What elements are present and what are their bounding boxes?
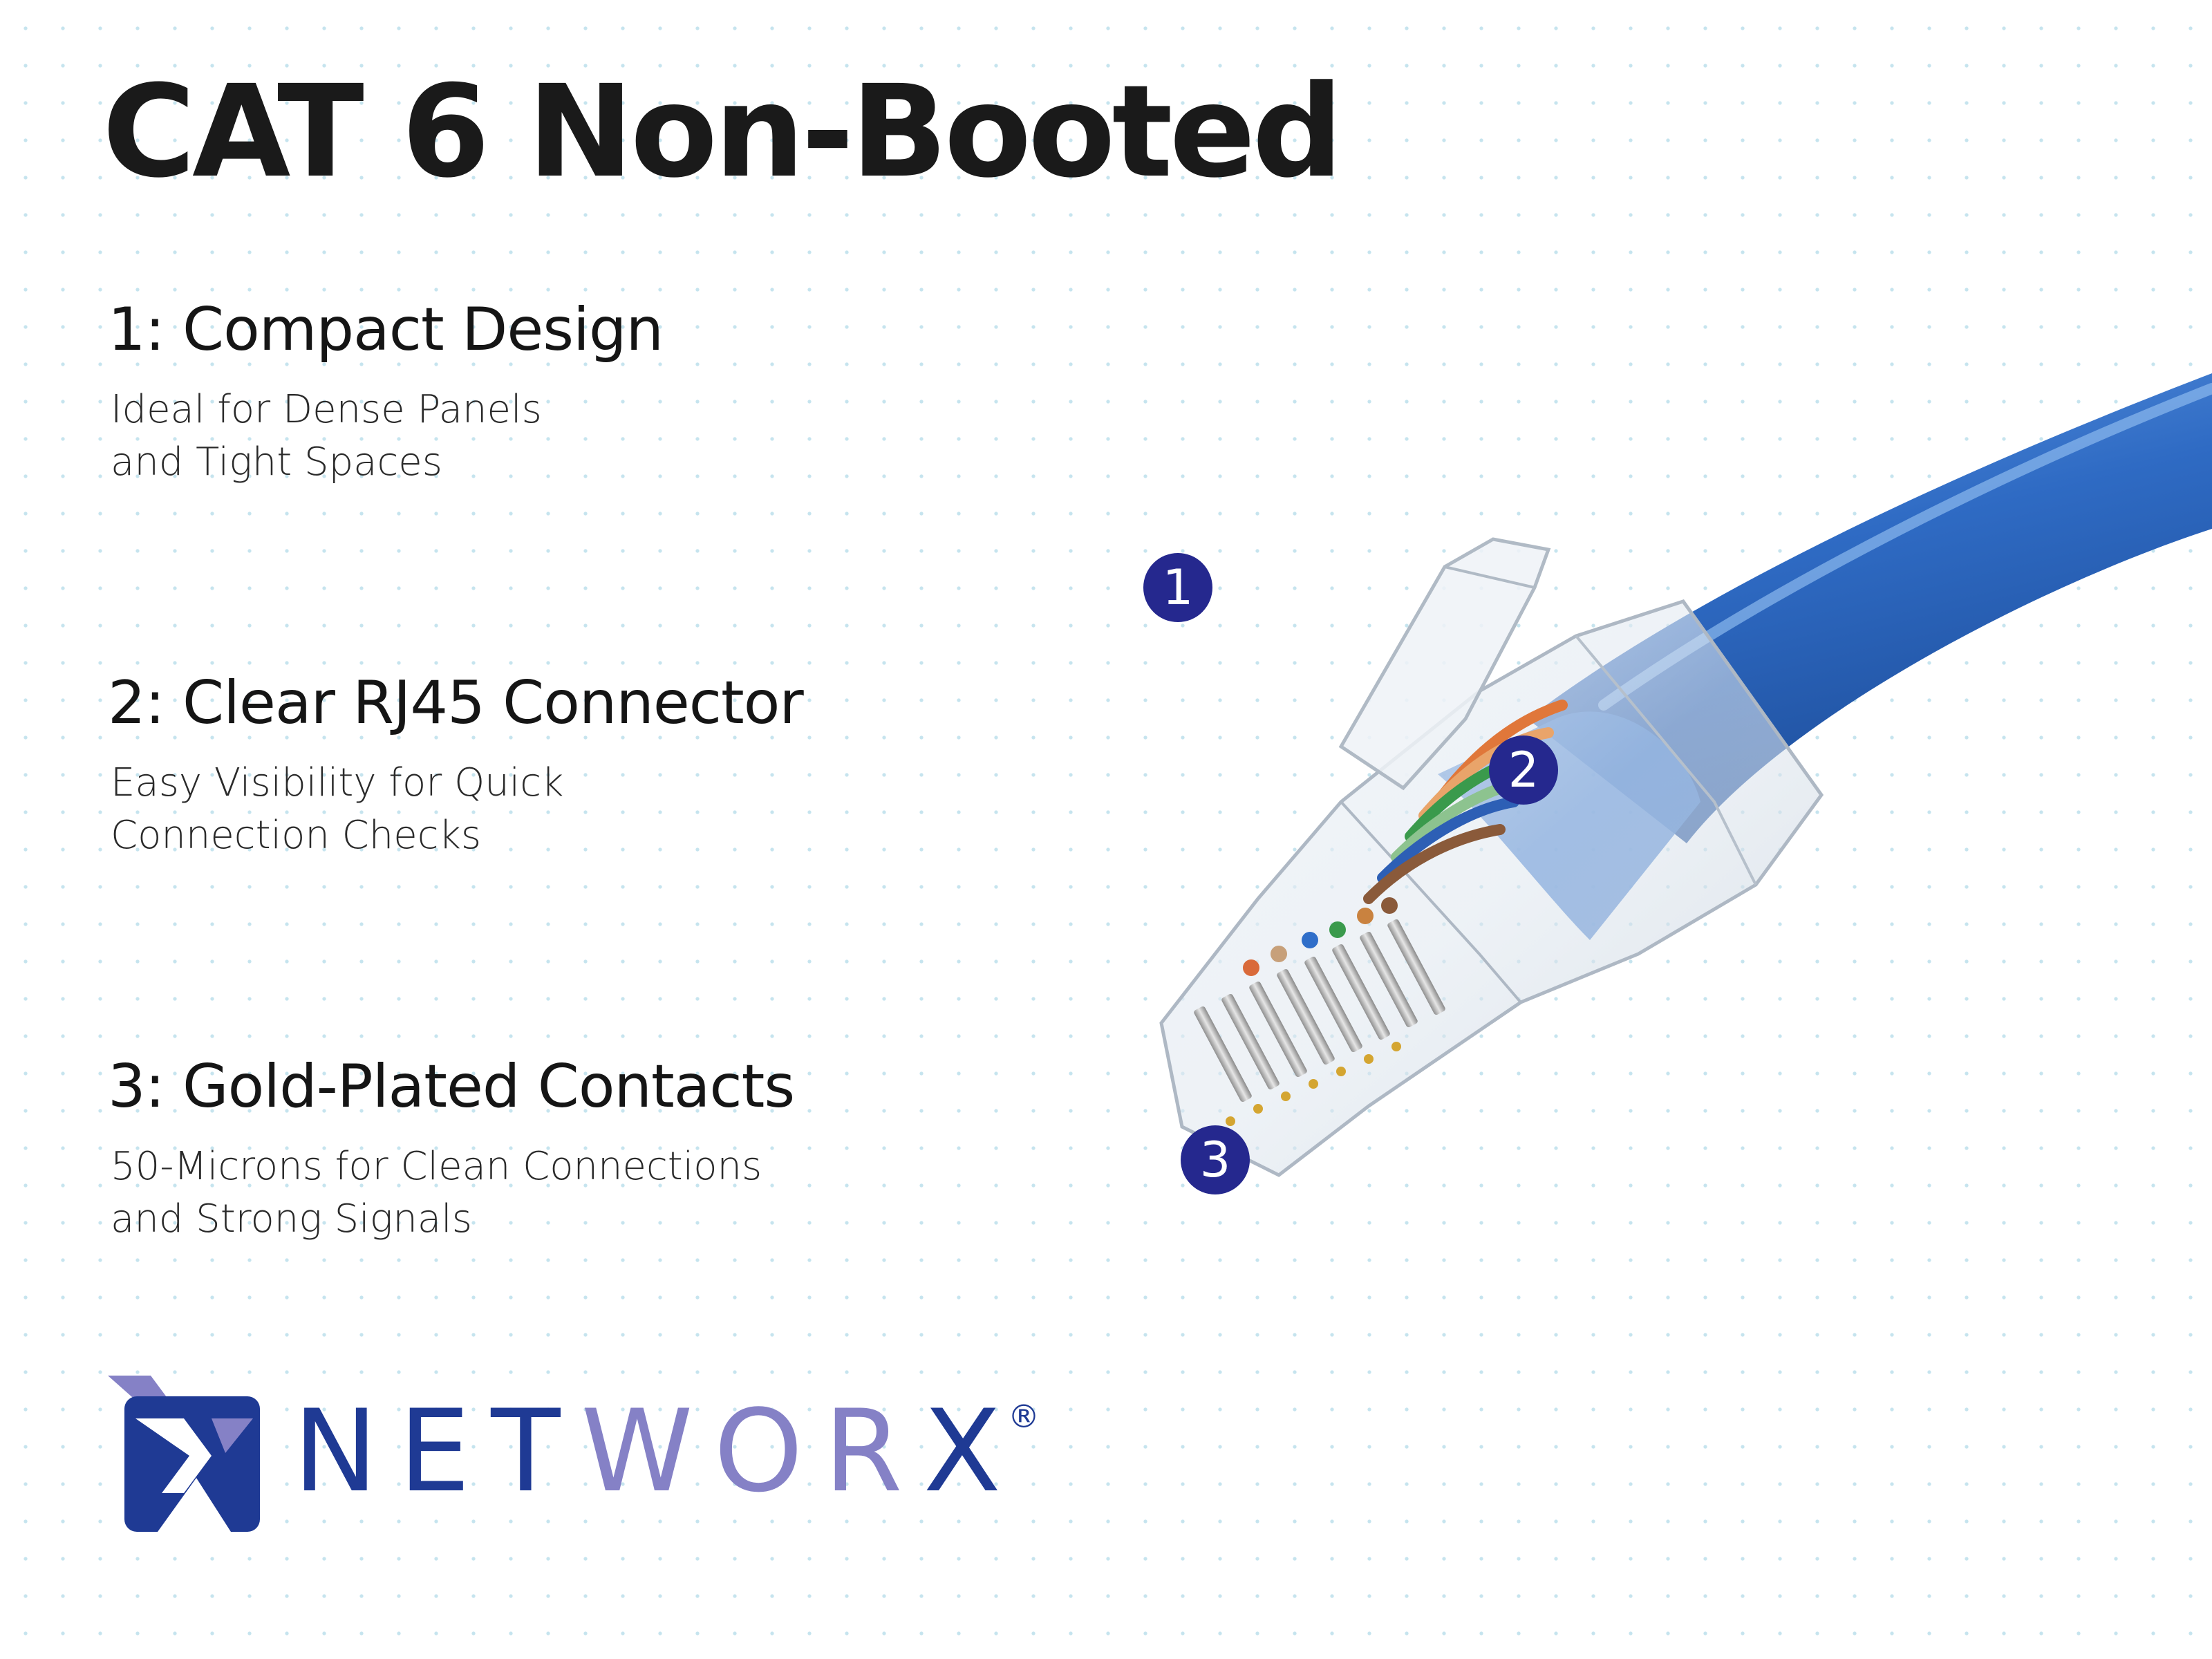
brand-logo: NETWORX® — [108, 1376, 1040, 1541]
feature-title: 1: Compact Design — [108, 295, 664, 364]
connector-edge — [1340, 800, 1522, 1004]
feature-title: 3: Gold-Plated Contacts — [108, 1052, 795, 1121]
feature-description-line: 50-Microns for Clean Connections — [111, 1143, 762, 1189]
feature-gold-contacts: 3: Gold-Plated Contacts 50-Microns for C… — [108, 1052, 795, 1246]
connector-body — [1159, 599, 1824, 1177]
brand-x-logo-icon — [108, 1376, 260, 1532]
brand-wordmark-x: X — [923, 1385, 1022, 1517]
feature-description: 50-Microns for Clean Connections and Str… — [111, 1141, 794, 1246]
callout-badge-2: 2 — [1489, 735, 1558, 805]
feature-compact-design: 1: Compact Design Ideal for Dense Panels… — [108, 295, 664, 489]
feature-description: Ideal for Dense Panels and Tight Spaces — [111, 384, 663, 489]
feature-description-line: Easy Visibility for Quick — [111, 760, 564, 805]
feature-description-line: Connection Checks — [111, 812, 482, 858]
feature-title: 2: Clear RJ45 Connector — [108, 668, 804, 738]
wire-ends — [1243, 897, 1398, 976]
page-title: CAT 6 Non-Booted — [102, 58, 1343, 206]
feature-clear-connector: 2: Clear RJ45 Connector Easy Visibility … — [108, 668, 804, 862]
brand-wordmark: NETWORX® — [293, 1395, 1053, 1508]
feature-description-line: Ideal for Dense Panels — [111, 386, 542, 432]
locking-tab-edge — [1444, 565, 1535, 589]
callout-badge-1: 1 — [1143, 553, 1212, 622]
brand-wordmark-net: NET — [293, 1385, 581, 1517]
registered-mark: ® — [1008, 1398, 1040, 1435]
cable-connector-illustration — [1159, 373, 2212, 1177]
callout-badge-3: 3 — [1181, 1125, 1250, 1194]
connector-edge — [1575, 635, 1757, 885]
locking-tab — [1338, 537, 1551, 791]
feature-description-line: and Strong Signals — [111, 1196, 472, 1241]
contact-pins — [1194, 919, 1445, 1103]
feature-description: Easy Visibility for Quick Connection Che… — [111, 757, 803, 862]
brand-wordmark-wor: WOR — [581, 1385, 924, 1517]
feature-description-line: and Tight Spaces — [111, 439, 442, 485]
